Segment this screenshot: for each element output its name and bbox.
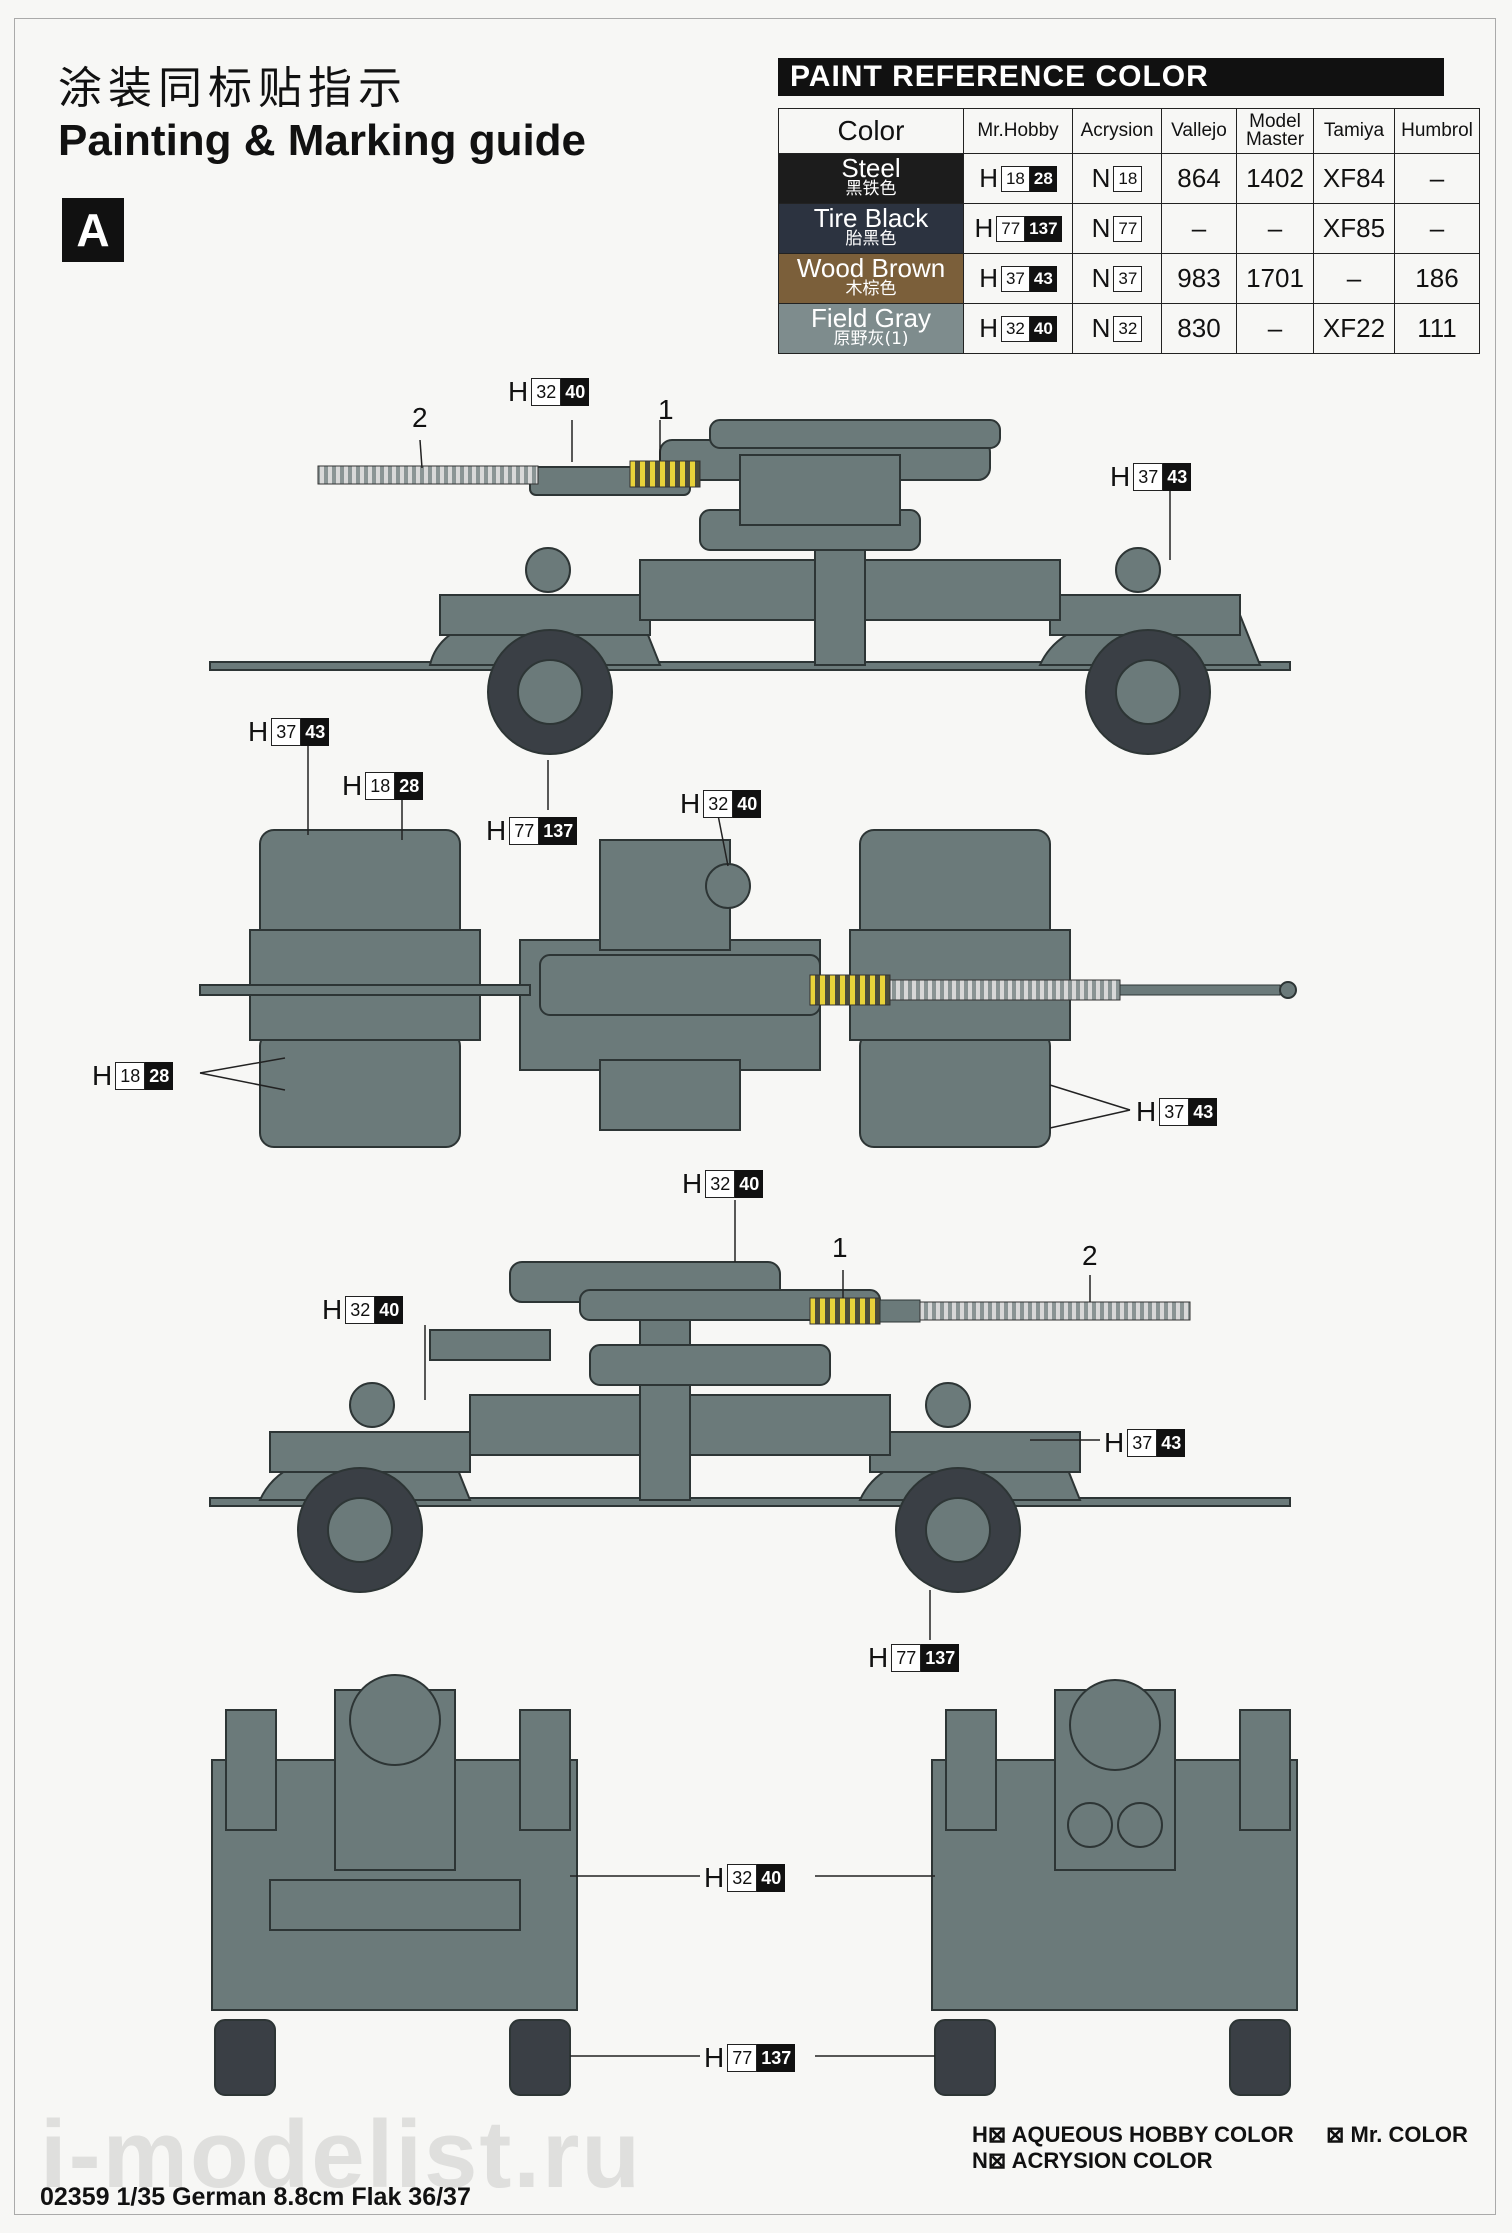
col-humbrol: Humbrol [1394,108,1480,154]
barrel-stripes-1 [317,465,539,485]
title-english: Painting & Marking guide [58,116,587,165]
legend-mr: ⊠ Mr. COLOR [1326,2122,1468,2147]
vallejo-steel: 864 [1161,153,1237,204]
col-model-master: Model Master [1236,108,1314,154]
footer-product: 02359 1/35 German 8.8cm Flak 36/37 [40,2183,471,2211]
vallejo-gray: 830 [1161,303,1237,354]
mm-steel: 1402 [1236,153,1314,204]
part-number-1-bottom: 1 [832,1232,848,1263]
humbrol-steel: – [1394,153,1480,204]
paint-table-header: PAINT REFERENCE COLOR [778,58,1444,96]
watermark: i-modelist.ru [40,2101,643,2208]
vallejo-wood: 983 [1161,253,1237,304]
mm-tire: – [1236,203,1314,254]
part-number-2-bottom: 2 [1082,1240,1098,1271]
col-tamiya: Tamiya [1313,108,1395,154]
barrel-stripes-2 [919,1301,1191,1321]
col-mrhobby: Mr.Hobby [963,108,1073,154]
page-frame [14,18,1496,2215]
yellow-rings-1 [629,460,701,488]
part-number-1-top: 1 [658,394,674,425]
paint-table-header-row: Color Mr.Hobby Acrysion Vallejo Model Ma… [778,108,1480,154]
front-view-left [211,1674,578,2096]
yellow-rings-2 [809,1297,881,1325]
barrel-stripes-top [889,979,1121,1001]
front-view-right [931,1679,1298,2096]
humbrol-wood: 186 [1394,253,1480,304]
legend-n: N⊠ ACRYSION COLOR [972,2148,1213,2173]
side-view-left [209,419,1291,755]
leader-lines [199,420,1171,2057]
title-chinese: 涂装同标贴指示 [58,63,408,114]
yellow-rings-top [809,974,891,1006]
part-number-2-top: 2 [412,402,428,433]
scheme-badge: A [62,198,124,262]
mm-gray: – [1236,303,1314,354]
tamiya-wood: – [1313,253,1395,304]
humbrol-gray: 111 [1394,303,1480,354]
paint-reference-table: Color Mr.Hobby Acrysion Vallejo Model Ma… [778,108,1480,354]
tamiya-steel: XF84 [1313,153,1395,204]
col-vallejo: Vallejo [1161,108,1237,154]
humbrol-tire: – [1394,203,1480,254]
legend-h: H⊠ AQUEOUS HOBBY COLOR [972,2122,1294,2147]
side-view-right [209,1261,1291,1593]
